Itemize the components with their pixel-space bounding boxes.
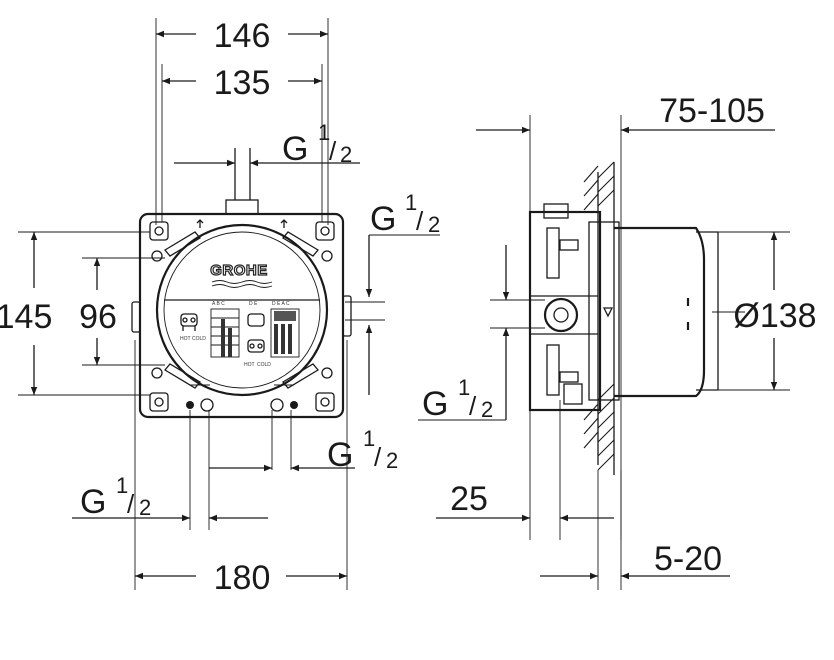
port-chart-left: [210, 308, 240, 358]
thread-slash: /: [469, 391, 477, 421]
thread-num: 1: [318, 120, 330, 145]
dim-text-5-20: 5-20: [654, 540, 722, 578]
dim-text-146: 146: [214, 17, 271, 55]
valve-body-front: GROHE A B C D E D E A C: [131, 212, 352, 419]
mount-bottom-left: [149, 363, 201, 412]
arrow-mark-icon: [280, 219, 288, 228]
dim-text-d138: Ø138: [733, 297, 816, 335]
dim-height-145: 145: [0, 231, 150, 396]
thread-g: G: [422, 385, 448, 423]
dim-depth-5-20: 5-20: [540, 470, 730, 590]
side-view: 75-105: [418, 92, 817, 590]
port-chart-right: [270, 308, 300, 358]
wall-hatching: [583, 161, 615, 475]
thread-num: 1: [363, 426, 375, 451]
port-labels-left: A B C: [212, 301, 225, 307]
bottom-inlets: [186, 384, 298, 412]
dim-height-96: 96: [79, 257, 165, 366]
port-labels-mid: D E: [249, 301, 258, 307]
dim-text-96: 96: [79, 298, 117, 336]
logo-wave-icon: [211, 284, 273, 288]
mount-top-right: [282, 221, 335, 262]
dim-diameter-138: Ø138: [712, 231, 817, 391]
right-pipe: [345, 234, 440, 395]
mixer-symbol-mid: [247, 313, 265, 353]
cold-label: COLD: [192, 336, 206, 342]
dim-width-180: 180: [134, 340, 348, 597]
valve-body-side: [528, 203, 719, 412]
thread-g: G: [327, 436, 353, 474]
dim-width-146: 146: [155, 17, 329, 225]
dim-text-25: 25: [450, 480, 488, 518]
thread-slash: /: [416, 206, 424, 236]
dim-bottom-left-thread: G 1 / 2: [72, 473, 268, 522]
thread-den: 2: [386, 448, 398, 473]
dim-text-75-105: 75-105: [659, 92, 765, 130]
thread-g: G: [282, 130, 308, 168]
thread-num: 1: [405, 190, 417, 215]
thread-den: 2: [428, 212, 440, 237]
thread-num: 1: [458, 375, 470, 400]
dim-text-180: 180: [214, 559, 271, 597]
dim-depth-75-105: 75-105: [476, 92, 775, 540]
thread-slash: /: [329, 136, 337, 166]
dim-width-135: 135: [161, 64, 323, 222]
grohe-logo: GROHE: [210, 262, 268, 279]
thread-g: G: [80, 483, 106, 521]
thread-g: G: [370, 200, 396, 238]
logo-wave-icon: [211, 280, 273, 284]
dim-depth-25: 25: [436, 400, 614, 540]
arrow-mark-icon: [196, 219, 204, 228]
mount-top-left: [149, 221, 201, 262]
mount-bottom-right: [282, 363, 335, 412]
front-view: 146 135 G 1 / 2: [0, 17, 440, 597]
mixer-symbol-left: [180, 313, 198, 331]
dim-bottom-right-thread: G 1 / 2: [209, 426, 398, 474]
top-pipe: [174, 148, 360, 215]
thread-den: 2: [139, 495, 151, 520]
hot-label: HOT: [244, 362, 255, 368]
cold-label: COLD: [257, 362, 271, 368]
thread-num: 1: [116, 473, 128, 498]
thread-label-right: G 1 / 2: [370, 190, 440, 238]
dim-side-thread: G 1 / 2: [418, 245, 545, 423]
thread-den: 2: [481, 397, 493, 422]
thread-slash: /: [374, 442, 382, 472]
thread-slash: /: [127, 489, 135, 519]
dim-text-145: 145: [0, 298, 52, 336]
thread-den: 2: [340, 142, 352, 167]
port-labels-right: D E A C: [272, 301, 290, 307]
thread-label-top: G 1 / 2: [282, 120, 352, 168]
hot-label: HOT: [180, 336, 191, 342]
dim-text-135: 135: [214, 64, 271, 102]
